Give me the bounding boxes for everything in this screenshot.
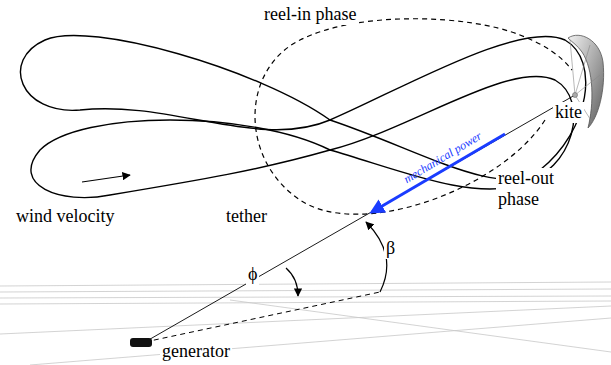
reel-in-path <box>255 19 572 214</box>
tether-line <box>145 95 575 342</box>
azimuth-arc <box>286 268 298 296</box>
part-label: generator <box>160 341 232 362</box>
phase-label: reel-out phase <box>496 168 566 209</box>
angle-symbol: β <box>384 238 397 259</box>
ground-plane <box>0 282 611 365</box>
angle-symbol: ϕ <box>246 264 259 285</box>
wind-arrow <box>82 175 130 182</box>
part-label: tether <box>224 206 269 227</box>
quantity-label: wind velocity <box>14 206 116 227</box>
power-arrow <box>372 134 505 212</box>
quantity-label: mechanical power <box>400 128 486 187</box>
phase-label: reel-in phase <box>262 4 358 25</box>
projection-line <box>145 292 380 342</box>
part-label: kite <box>553 102 584 123</box>
generator-symbol <box>130 338 152 347</box>
